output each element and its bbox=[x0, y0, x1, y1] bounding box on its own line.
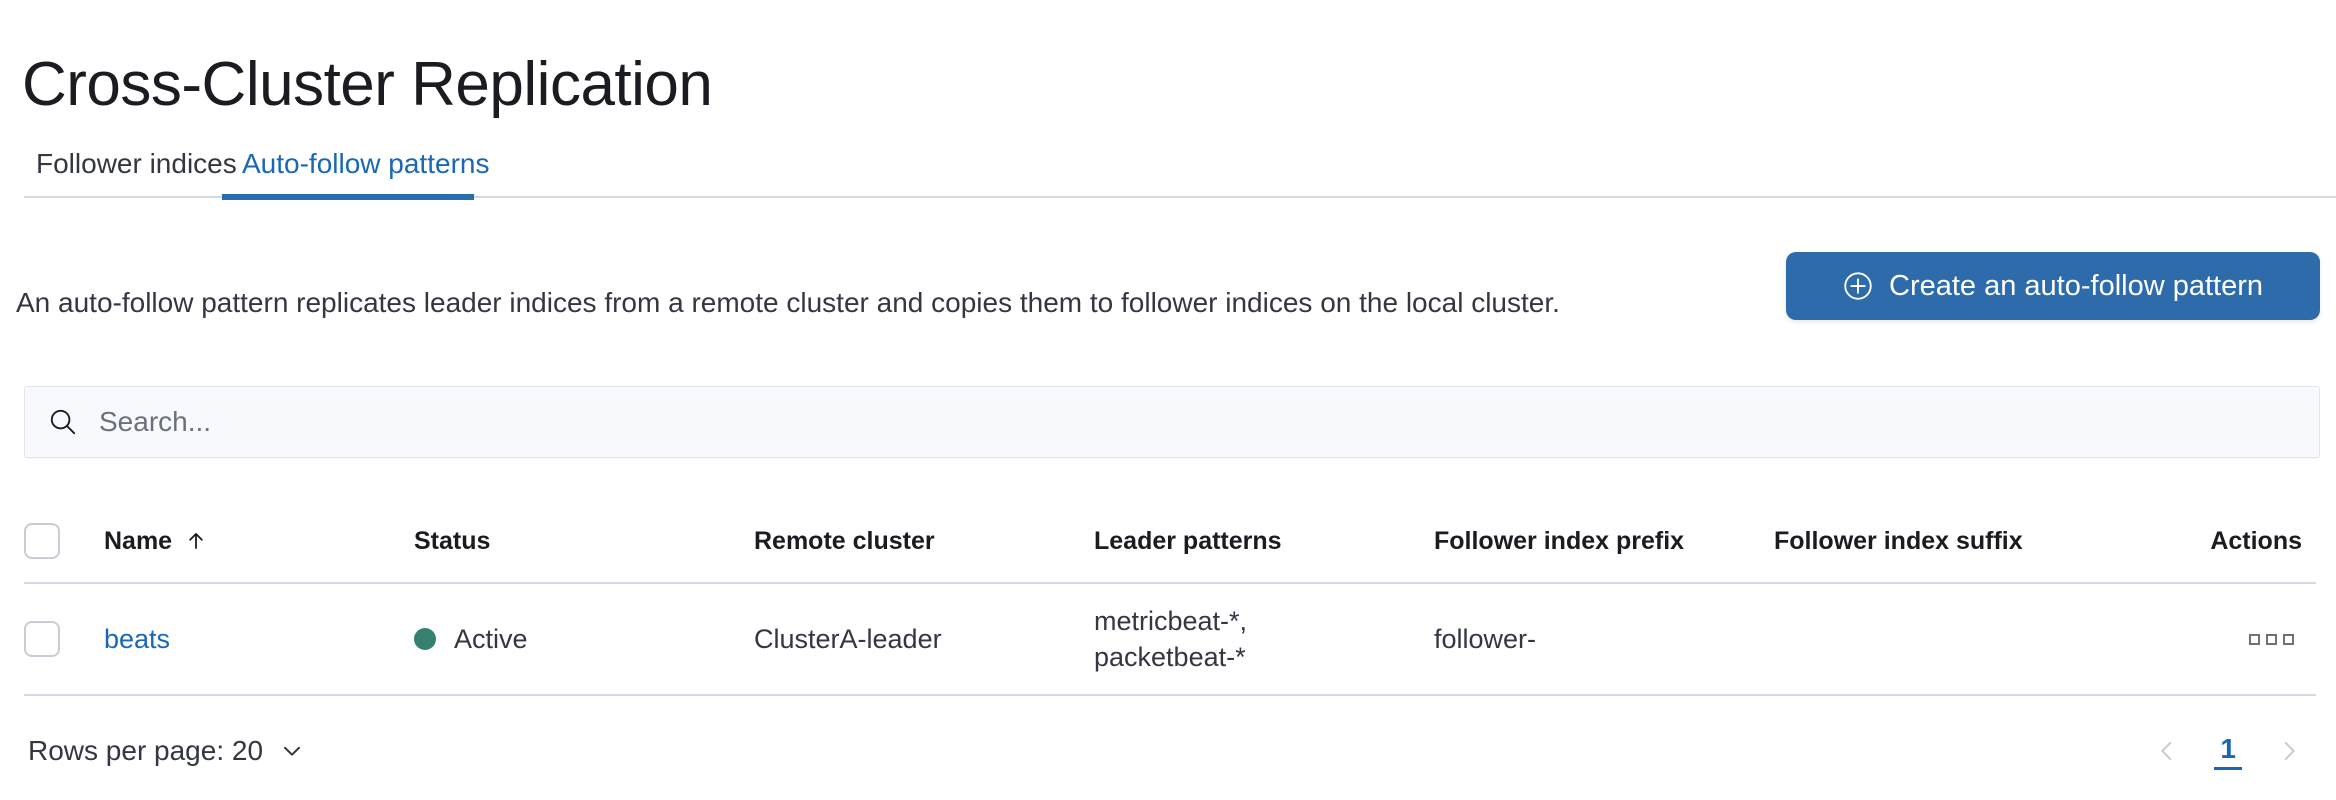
search-input[interactable] bbox=[99, 387, 2297, 457]
row-select-cell bbox=[24, 621, 84, 657]
column-header-name[interactable]: Name bbox=[104, 527, 414, 556]
table-footer: Rows per page: 20 1 bbox=[24, 716, 2316, 786]
follower-index-prefix-value: follower- bbox=[1434, 624, 1537, 654]
column-header-remote-cluster[interactable]: Remote cluster bbox=[754, 526, 935, 555]
table-header-row: Name Status Remote cluster Leader patter… bbox=[24, 500, 2316, 584]
ellipsis-icon[interactable] bbox=[2241, 626, 2302, 653]
column-header-follower-index-prefix[interactable]: Follower index prefix bbox=[1434, 526, 1685, 555]
select-all-cell bbox=[24, 523, 84, 559]
tab-follower-indices[interactable]: Follower indices bbox=[36, 130, 237, 198]
arrow-up-icon bbox=[184, 529, 208, 553]
search-icon bbox=[47, 406, 79, 438]
column-header-follower-index-suffix[interactable]: Follower index suffix bbox=[1774, 526, 2023, 555]
remote-cluster-value: ClusterA-leader bbox=[754, 624, 942, 654]
status-label: Active bbox=[454, 624, 528, 654]
column-header-name-label: Name bbox=[104, 526, 173, 555]
column-header-status[interactable]: Status bbox=[414, 526, 491, 555]
column-header-actions: Actions bbox=[2210, 526, 2302, 555]
table-row: beats Active ClusterA-leader metricbeat-… bbox=[24, 584, 2316, 696]
select-all-checkbox[interactable] bbox=[24, 523, 60, 559]
tab-bar: Follower indices Auto-follow patterns bbox=[0, 130, 2336, 220]
auto-follow-patterns-table: Name Status Remote cluster Leader patter… bbox=[24, 500, 2316, 696]
row-select-checkbox[interactable] bbox=[24, 621, 60, 657]
plus-in-circle-icon bbox=[1843, 271, 1873, 301]
tab-auto-follow-patterns[interactable]: Auto-follow patterns bbox=[242, 130, 489, 198]
pagination-page-1[interactable]: 1 bbox=[2214, 733, 2242, 770]
pagination: 1 bbox=[2150, 733, 2316, 770]
pagination-next-button[interactable] bbox=[2272, 734, 2306, 768]
create-auto-follow-pattern-button[interactable]: Create an auto-follow pattern bbox=[1786, 252, 2320, 320]
page-title: Cross-Cluster Replication bbox=[22, 49, 713, 119]
status-dot-icon bbox=[414, 628, 436, 650]
column-header-leader-patterns[interactable]: Leader patterns bbox=[1094, 526, 1282, 555]
pattern-name-link[interactable]: beats bbox=[104, 623, 171, 654]
rows-per-page-label: Rows per page: 20 bbox=[28, 735, 264, 766]
create-button-label: Create an auto-follow pattern bbox=[1889, 269, 2263, 302]
active-tab-indicator bbox=[222, 194, 474, 200]
pagination-previous-button[interactable] bbox=[2150, 734, 2184, 768]
chevron-down-icon bbox=[279, 738, 305, 764]
tab-bar-divider bbox=[24, 196, 2336, 198]
rows-per-page-select[interactable]: Rows per page: 20 bbox=[24, 729, 309, 773]
leader-patterns-value: metricbeat-*, packetbeat-* bbox=[1094, 606, 1248, 672]
page-description: An auto-follow pattern replicates leader… bbox=[16, 287, 1560, 318]
search-bar[interactable] bbox=[24, 386, 2320, 458]
